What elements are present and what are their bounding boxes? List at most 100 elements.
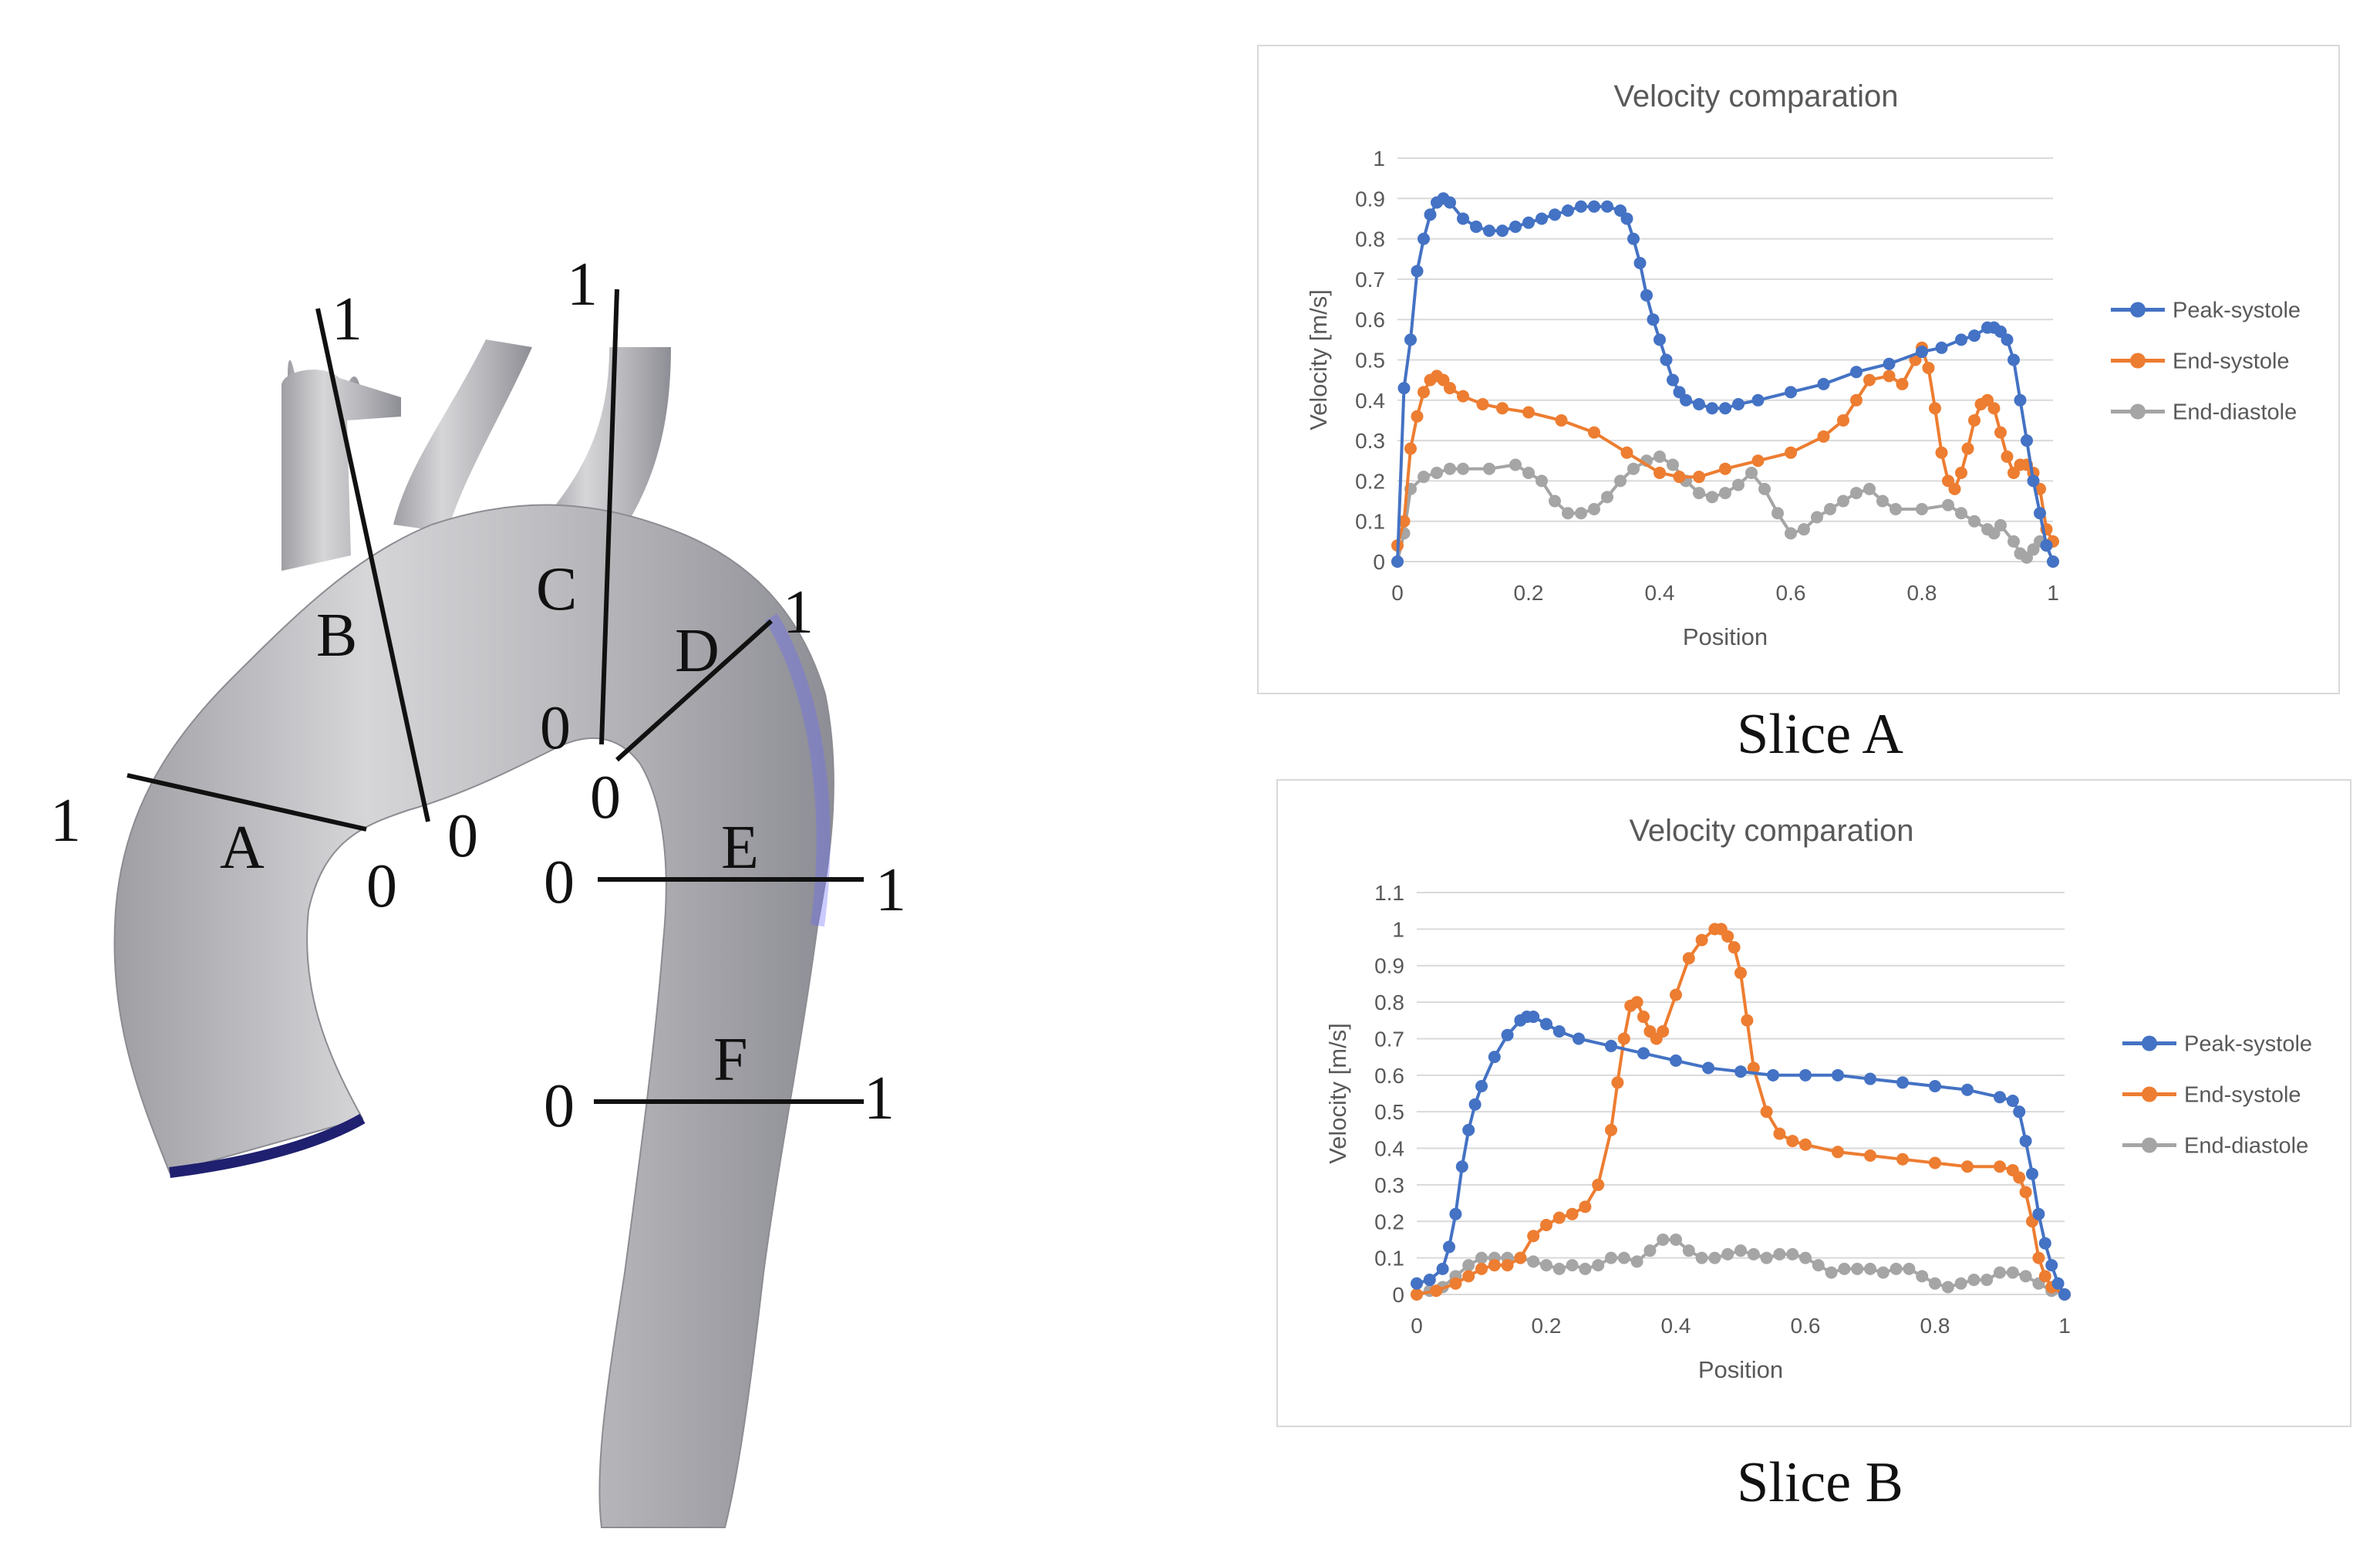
data-point <box>1935 341 1948 354</box>
data-point <box>1588 503 1600 516</box>
y-tick-label: 1.1 <box>1374 881 1404 905</box>
data-point <box>1391 555 1404 568</box>
data-point <box>1760 1251 1773 1264</box>
data-point <box>1922 361 1935 374</box>
data-point <box>1637 1047 1650 1060</box>
data-point <box>1954 1277 1967 1290</box>
data-point <box>1527 1230 1540 1243</box>
data-point <box>1605 1039 1617 1052</box>
slice-b-one: 1 <box>332 285 362 353</box>
data-point <box>1483 224 1495 238</box>
data-point <box>1994 426 2007 439</box>
data-point <box>1411 265 1424 278</box>
data-point <box>1457 390 1469 403</box>
data-point <box>1617 1251 1630 1264</box>
data-point <box>2032 1207 2045 1220</box>
data-point <box>1436 1262 1449 1275</box>
data-point <box>1527 1011 1540 1024</box>
slice-e-one: 1 <box>875 856 906 924</box>
data-point <box>1851 1262 1864 1275</box>
slice-c-zero: 0 <box>540 694 571 762</box>
data-point <box>1732 478 1745 491</box>
data-point <box>1773 1127 1786 1140</box>
data-point <box>1987 402 2001 415</box>
x-axis-label: Position <box>1683 623 1768 650</box>
data-point <box>1812 1259 1825 1272</box>
data-point <box>1682 952 1695 965</box>
data-point <box>1994 1091 2006 1104</box>
chart-slice-a: Velocity comparation00.10.20.30.40.50.60… <box>1305 79 2301 650</box>
data-point <box>1657 1024 1670 1038</box>
data-point <box>1751 454 1765 467</box>
legend-label: End-systole <box>2173 349 2290 374</box>
legend-label: End-diastole <box>2173 400 2297 425</box>
data-point <box>1850 366 1863 379</box>
data-point <box>1630 996 1643 1009</box>
data-point <box>1411 1277 1423 1290</box>
data-point <box>1670 1233 1682 1246</box>
slice-c-one: 1 <box>567 251 598 319</box>
data-point <box>1876 494 1889 508</box>
y-tick-label: 0.2 <box>1374 1210 1404 1234</box>
data-point <box>1706 402 1718 415</box>
data-point <box>2019 1186 2032 1199</box>
data-point <box>1462 1270 1475 1283</box>
data-point <box>1864 1149 1876 1163</box>
data-point <box>1424 208 1437 221</box>
data-point <box>1457 212 1469 225</box>
data-point <box>1695 933 1708 947</box>
y-tick-label: 0.6 <box>1355 308 1385 332</box>
data-point <box>2013 1105 2026 1119</box>
slice-e-zero: 0 <box>544 849 575 916</box>
data-point <box>1643 1244 1657 1257</box>
data-point <box>1522 406 1535 419</box>
data-point <box>1994 518 2007 532</box>
data-point <box>1916 346 1928 359</box>
data-point <box>1431 466 1443 479</box>
data-point <box>2006 1266 2019 1279</box>
y-tick-label: 0.4 <box>1355 389 1385 413</box>
data-point <box>1654 451 1666 464</box>
data-point <box>1955 333 1967 346</box>
data-point <box>1817 377 1830 390</box>
data-point <box>1627 232 1640 245</box>
data-point <box>1941 1281 1954 1294</box>
data-point <box>2006 1094 2019 1107</box>
data-point <box>1747 1247 1760 1261</box>
data-point <box>1702 1061 1714 1075</box>
data-point <box>1468 1098 1482 1111</box>
data-point <box>1457 462 1469 475</box>
slice-label-c: C <box>536 555 577 623</box>
y-tick-label: 0.3 <box>1355 429 1385 453</box>
data-point <box>1647 313 1660 326</box>
data-point <box>1611 1076 1624 1089</box>
data-point <box>1509 458 1522 471</box>
data-point <box>2019 1270 2032 1283</box>
data-point <box>1592 1259 1605 1272</box>
data-point <box>1693 398 1705 411</box>
data-point <box>1654 333 1666 346</box>
data-point <box>1747 1061 1760 1075</box>
data-point <box>1444 382 1456 395</box>
data-point <box>1601 200 1613 213</box>
legend-marker <box>2130 302 2146 318</box>
data-point <box>2040 539 2053 552</box>
data-point <box>1786 1247 1799 1261</box>
data-point <box>1961 1083 1974 1096</box>
data-point <box>1411 410 1424 423</box>
data-point <box>1773 1247 1786 1261</box>
y-tick-label: 0.9 <box>1374 954 1404 978</box>
y-tick-label: 0.1 <box>1374 1247 1404 1271</box>
data-point <box>1397 382 1411 395</box>
data-point <box>1817 430 1830 443</box>
data-point <box>1799 1138 1812 1151</box>
y-tick-label: 0.3 <box>1374 1173 1404 1197</box>
data-point <box>1968 515 1981 528</box>
data-point <box>1850 487 1863 500</box>
data-point <box>1640 289 1653 302</box>
data-point <box>1745 466 1758 479</box>
data-point <box>1693 487 1705 500</box>
data-point <box>1798 523 1810 536</box>
